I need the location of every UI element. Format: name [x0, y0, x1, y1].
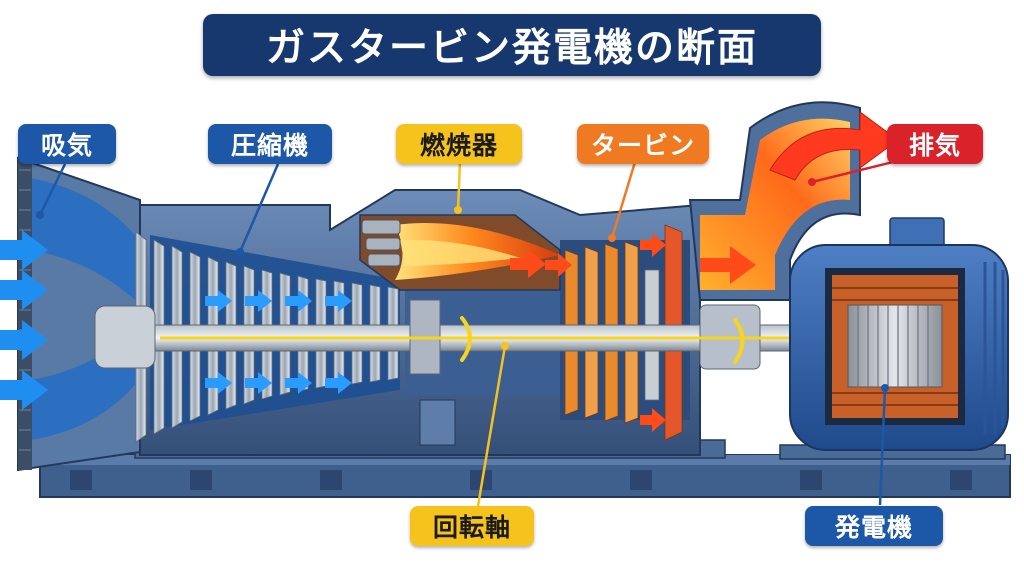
compressed-air-arrows — [205, 290, 352, 394]
label-intake: 吸気 — [18, 124, 116, 164]
label-generator: 発電機 — [805, 506, 943, 546]
combustor-chamber — [359, 214, 561, 291]
label-exhaust: 排気 — [887, 124, 983, 164]
hot-gas-arrows — [510, 233, 756, 432]
rotation-indicators — [460, 316, 745, 364]
label-combustor: 燃焼器 — [396, 124, 522, 164]
exhaust-outflow-arrow — [769, 111, 899, 181]
label-turbine: タービン — [577, 124, 709, 164]
diagram-title: ガスタービン発電機の断面 — [203, 14, 821, 76]
intake-air-arrows — [0, 230, 48, 410]
label-compressor: 圧縮機 — [208, 124, 332, 164]
generator-body — [789, 217, 1009, 451]
label-shaft: 回転軸 — [410, 506, 534, 546]
leader-lines — [36, 160, 894, 507]
